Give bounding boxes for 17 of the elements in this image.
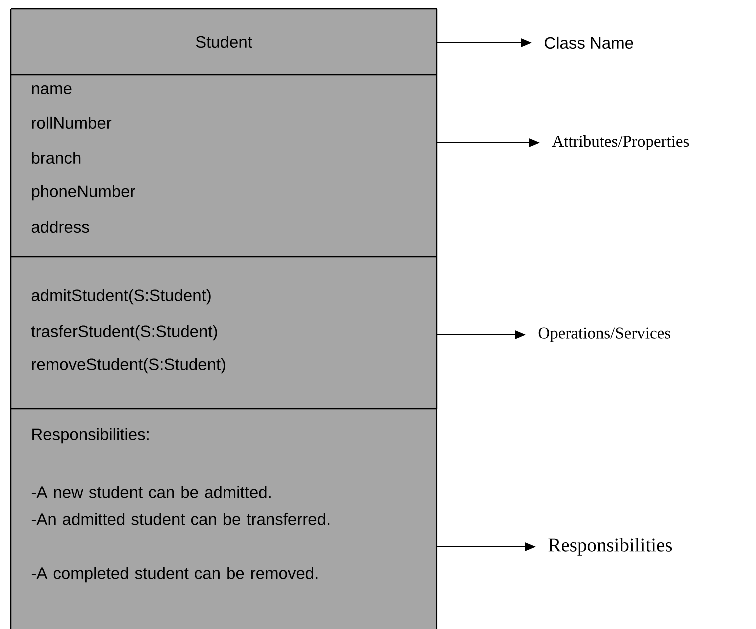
annotation-label: Operations/Services [538,328,670,342]
operation-text: removeStudent(S:Student) [32,358,226,374]
operation-text: trasferStudent(S:Student) [31,325,218,341]
annotation-label: Class Name [545,36,634,50]
attribute-text: branch [32,152,81,164]
operation-text: admitStudent(S:Student) [32,289,211,305]
attribute-text: address [32,220,90,234]
annotation-label: Attributes/Properties [552,136,690,150]
annotation-label: Responsibilities [548,538,672,556]
attribute-text: name [32,85,72,95]
responsibility-text: -A new student can be admitted. [32,486,271,498]
responsibility-text: -A completed student can be removed. [32,567,318,583]
class-name-text: Student [196,36,252,48]
attribute-text: rollNumber [32,116,112,130]
responsibility-text: -An admitted student can be transferred. [32,513,330,526]
responsibility-text: Responsibilities: [32,428,149,444]
attribute-text: phoneNumber [32,185,136,201]
